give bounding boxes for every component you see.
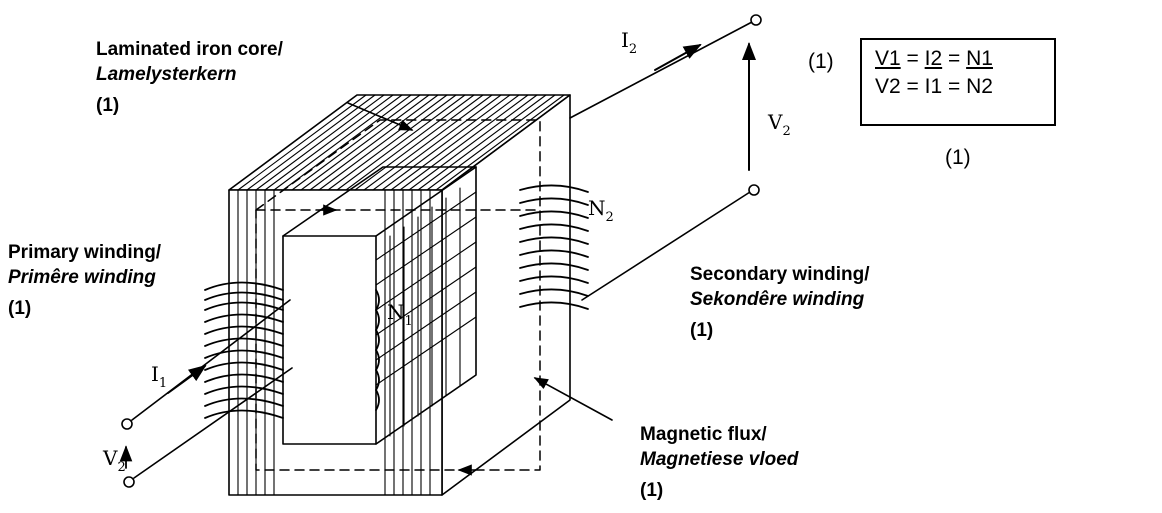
primary-terminal-top xyxy=(121,418,133,430)
secondary-terminal-top xyxy=(750,14,762,26)
ratio-row-1: V1 = I2 = N1 xyxy=(875,45,1054,73)
flux-label: Magnetic flux/ Magnetiese vloed (1) xyxy=(640,422,798,503)
secondary-label-en: Secondary winding/ xyxy=(690,264,870,285)
ratio-mark: (1) xyxy=(945,146,971,169)
ratio-eq: = xyxy=(948,47,961,70)
flux-path xyxy=(255,209,541,471)
n2-symbol: N2 xyxy=(588,196,614,225)
ratio-row-2: V2 = I1 = N2 xyxy=(875,73,1054,101)
flux-label-af: Magnetiese vloed xyxy=(640,449,799,470)
primary-mark: (1) xyxy=(8,298,32,319)
ratio-eq: = xyxy=(906,75,919,98)
ratio-v2: V2 xyxy=(875,75,901,98)
flux-path-back xyxy=(255,119,541,211)
ratio-i1: I1 xyxy=(924,75,943,98)
ratio-box: V1 = I2 = N1 V2 = I1 = N2 xyxy=(860,38,1056,126)
flux-mark: (1) xyxy=(640,480,664,501)
ratio-v1: V1 xyxy=(875,47,901,70)
secondary-lead-top xyxy=(569,21,753,119)
primary-label-af: Primêre winding xyxy=(8,267,156,288)
ratio-n1: N1 xyxy=(966,47,993,70)
i1-symbol: I1 xyxy=(151,362,168,391)
core-pointer xyxy=(347,102,414,131)
primary-lead-top xyxy=(131,299,291,421)
primary-lead-bottom xyxy=(133,367,293,479)
v2-symbol: V2 xyxy=(768,110,791,139)
i2-arrow xyxy=(654,44,702,71)
primary-label-en: Primary winding/ xyxy=(8,242,162,263)
top-mark: (1) xyxy=(808,50,834,73)
n1-symbol: N1 xyxy=(387,300,413,329)
ratio-i2: I2 xyxy=(924,47,943,70)
ratio-eq: = xyxy=(906,47,919,70)
i2-symbol: I2 xyxy=(621,28,638,57)
flux-label-en: Magnetic flux/ xyxy=(640,424,767,445)
core-label: Laminated iron core/ Lamelysterkern (1) xyxy=(96,37,283,118)
flux-pointer xyxy=(533,377,613,421)
v-primary-symbol: V2 xyxy=(103,446,126,475)
ratio-n2: N2 xyxy=(966,75,993,98)
secondary-terminal-bottom xyxy=(748,184,760,196)
secondary-mark: (1) xyxy=(690,320,714,341)
window-inner-right xyxy=(375,166,477,445)
primary-label: Primary winding/ Primêre winding (1) xyxy=(8,240,161,321)
core-mark: (1) xyxy=(96,95,120,116)
secondary-winding-coils xyxy=(519,184,589,310)
secondary-label: Secondary winding/ Sekondêre winding (1) xyxy=(690,262,869,343)
secondary-lead-bottom xyxy=(581,191,751,301)
secondary-label-af: Sekondêre winding xyxy=(690,289,865,310)
i1-arrow xyxy=(167,364,207,394)
core-label-en: Laminated iron core/ xyxy=(96,39,283,60)
primary-terminal-bottom xyxy=(123,476,135,488)
core-window xyxy=(282,235,377,445)
core-laminations xyxy=(237,94,565,496)
ratio-eq: = xyxy=(948,75,961,98)
window-inner-top xyxy=(282,166,477,237)
core-label-af: Lamelysterkern xyxy=(96,64,237,85)
